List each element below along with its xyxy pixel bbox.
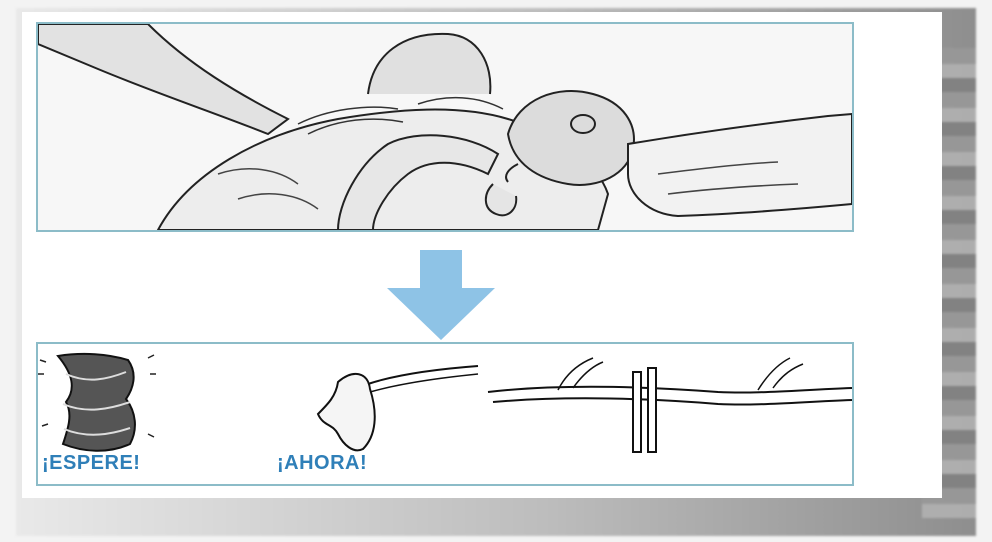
milk-duct-illustrations	[38, 344, 852, 484]
wait-label: ¡ESPERE!	[42, 452, 140, 475]
let-down-reflex-panel	[36, 342, 854, 486]
breastfeeding-illustration	[38, 24, 852, 230]
illustration-card: ¡ESPERE! ¡AHORA!	[22, 12, 942, 498]
breastfeeding-illustration-panel	[36, 22, 854, 232]
now-label: ¡AHORA!	[277, 452, 367, 475]
twisted-duct-illustration	[38, 354, 156, 451]
down-arrow-icon	[387, 250, 495, 340]
open-duct-illustration	[488, 358, 852, 452]
relaxed-duct-illustration	[318, 366, 478, 450]
